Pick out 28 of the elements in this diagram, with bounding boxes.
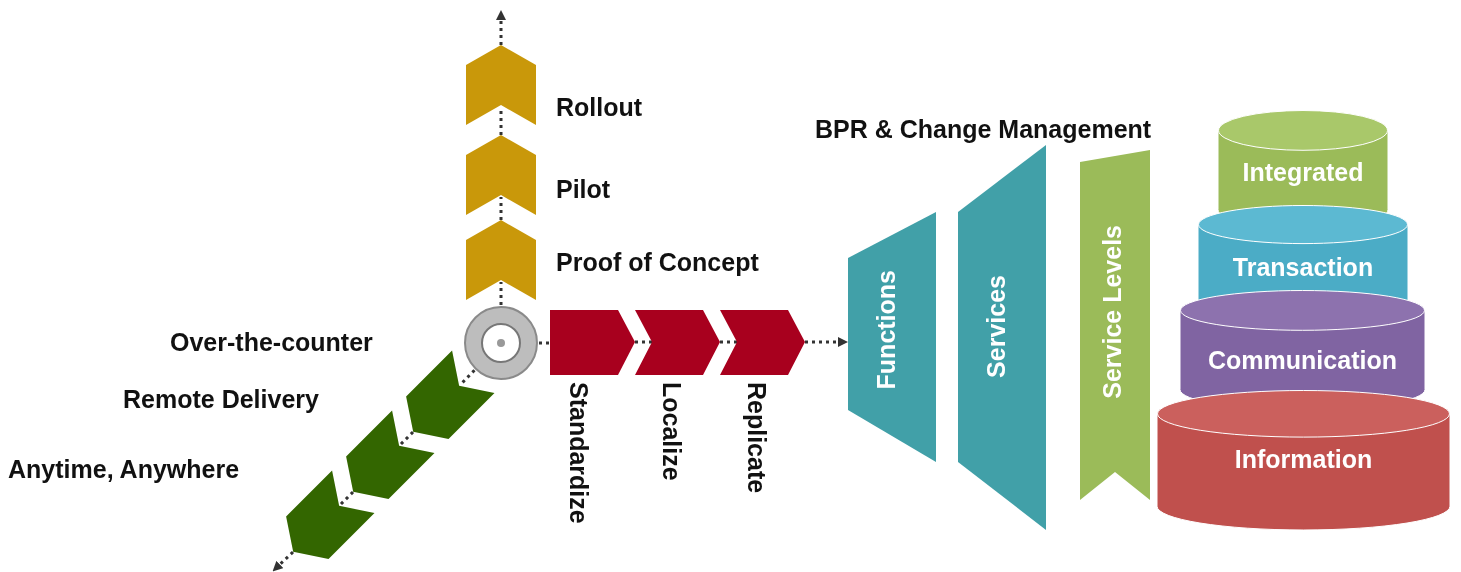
- node-label: Transaction: [1231, 253, 1375, 282]
- node-label: Information: [1233, 445, 1374, 474]
- connector-line: [720, 340, 737, 344]
- node-label: Communication: [1207, 346, 1398, 375]
- connector-line: [397, 430, 415, 448]
- node-label: Functions: [872, 270, 901, 390]
- node-label: Over-the-counter: [170, 328, 373, 357]
- arrow: [496, 10, 506, 45]
- node-label: Remote Delivery: [123, 385, 319, 414]
- node-label: Standardize: [564, 382, 593, 524]
- section-label: BPR & Change Management: [815, 115, 1152, 144]
- node-label: Services: [982, 275, 1011, 378]
- node-label: Rollout: [556, 93, 643, 122]
- connector-line: [499, 282, 503, 305]
- connector-line: [459, 369, 476, 386]
- node-label: Proof of Concept: [556, 248, 759, 277]
- connector-line: [539, 341, 550, 345]
- node-label: Service Levels: [1098, 225, 1127, 399]
- node-label: Anytime, Anywhere: [8, 455, 240, 484]
- node-label: Localize: [657, 382, 686, 481]
- connector-line: [337, 490, 355, 508]
- node-label: Integrated: [1241, 158, 1365, 187]
- arrow: [272, 550, 295, 572]
- arrow: [805, 337, 848, 347]
- node-label: Pilot: [556, 175, 611, 204]
- connector-line: [499, 197, 503, 220]
- connector-line: [635, 340, 652, 344]
- node-label: Replicate: [742, 382, 771, 494]
